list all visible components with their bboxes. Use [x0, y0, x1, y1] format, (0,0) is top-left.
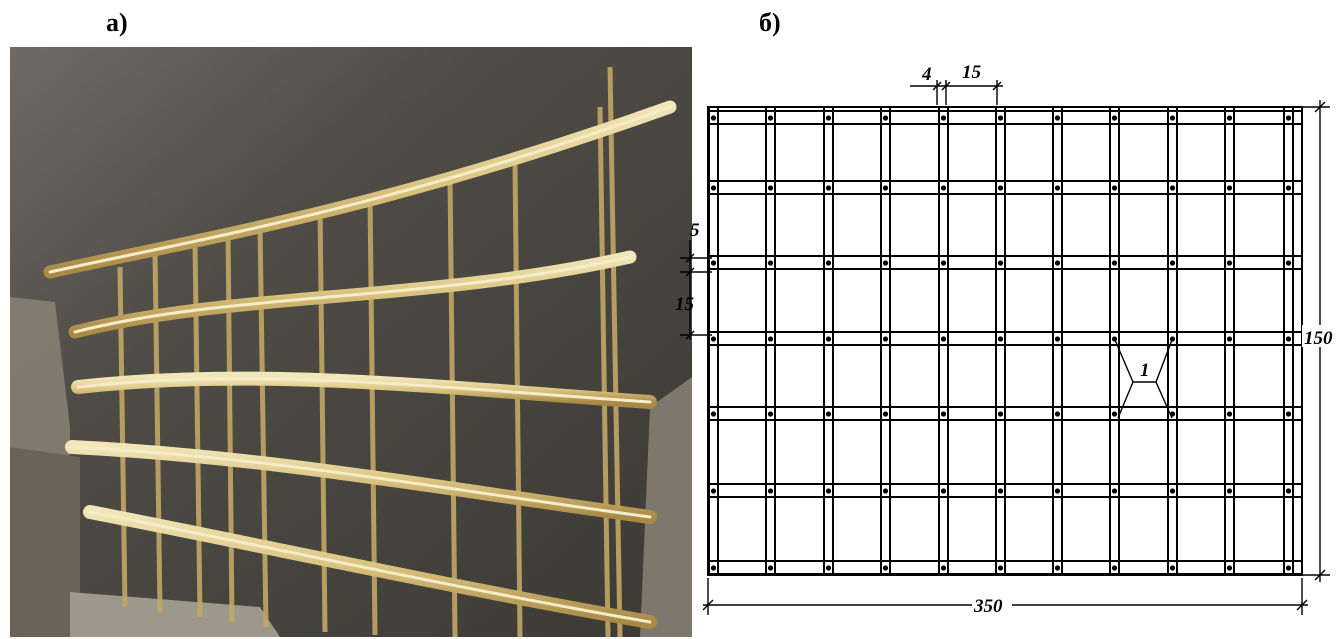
grid-dot-4-6	[1054, 411, 1061, 417]
grid-dot-0-8	[1169, 115, 1176, 121]
grid-dot-5-5	[997, 488, 1004, 494]
grid-dot-0-6	[1054, 115, 1061, 121]
dim-column-spacing: 15	[962, 62, 982, 83]
grid-dot-3-2	[825, 336, 832, 342]
callout-1: 1	[1140, 360, 1150, 381]
grid-dot-6-6	[1054, 565, 1061, 571]
grid-dot-6-10	[1285, 565, 1292, 571]
grid-dot-0-5	[997, 115, 1004, 121]
grid-dot-5-7	[1111, 488, 1118, 494]
grid-dot-0-4	[940, 115, 947, 121]
grid-dot-5-9	[1226, 488, 1233, 494]
grid-dot-6-3	[882, 565, 889, 571]
grid-dot-2-9	[1226, 260, 1233, 266]
grid-dot-3-9	[1226, 336, 1233, 342]
grid-dot-5-2	[825, 488, 832, 494]
grid-dot-1-6	[1054, 185, 1061, 191]
grid-dot-3-10	[1285, 336, 1292, 342]
grid-dot-6-5	[997, 565, 1004, 571]
grid-dot-5-3	[882, 488, 889, 494]
grid-dot-2-3	[882, 260, 889, 266]
grid-dot-3-4	[940, 336, 947, 342]
dim-rod-width: 4	[921, 64, 932, 85]
horizontal-bundles	[43, 100, 677, 629]
grid-dot-5-6	[1054, 488, 1061, 494]
grid-dot-6-4	[940, 565, 947, 571]
reinforcement-grid-drawing: 4 15 5 15 150 350 1	[675, 62, 1338, 617]
grid-dot-0-1	[767, 115, 774, 121]
grid-dot-0-2	[825, 115, 832, 121]
grid-dot-2-1	[767, 260, 774, 266]
grid-dot-3-6	[1054, 336, 1061, 342]
dim-width: 350	[973, 596, 1003, 617]
grid-dot-6-0	[710, 565, 717, 571]
grid-dot-1-1	[767, 185, 774, 191]
panel-label-b: б)	[759, 8, 781, 37]
grid-dot-1-3	[882, 185, 889, 191]
grid-dot-3-5	[997, 336, 1004, 342]
grid-dot-4-10	[1285, 411, 1292, 417]
grid-dot-6-7	[1111, 565, 1118, 571]
grid-dot-1-5	[997, 185, 1004, 191]
grid-dot-0-3	[882, 115, 889, 121]
grid-dot-5-4	[940, 488, 947, 494]
grid-dot-2-10	[1285, 260, 1292, 266]
grid-dot-1-0	[710, 185, 717, 191]
grid-dot-4-0	[710, 411, 717, 417]
bamboo-wall-photo	[10, 47, 692, 637]
grid-dot-0-9	[1226, 115, 1233, 121]
grid-lines	[707, 106, 1303, 576]
right-rubble	[640, 377, 692, 637]
grid-dot-1-7	[1111, 185, 1118, 191]
grid-dot-5-10	[1285, 488, 1292, 494]
grid-dot-2-4	[940, 260, 947, 266]
grid-dot-6-2	[825, 565, 832, 571]
grid-dot-0-7	[1111, 115, 1118, 121]
vertical-strips	[117, 66, 623, 637]
grid-dot-5-0	[710, 488, 717, 494]
left-block	[10, 447, 80, 637]
grid-dot-3-3	[882, 336, 889, 342]
grid-dot-0-10	[1285, 115, 1292, 121]
grid-dot-2-8	[1169, 260, 1176, 266]
grid-dots	[710, 115, 1292, 571]
grid-dot-4-7	[1111, 411, 1118, 417]
grid-dot-4-1	[767, 411, 774, 417]
grid-dot-2-2	[825, 260, 832, 266]
grid-dot-4-9	[1226, 411, 1233, 417]
grid-dot-5-8	[1169, 488, 1176, 494]
grid-dot-1-10	[1285, 185, 1292, 191]
dim-row-spacing: 15	[675, 294, 695, 315]
dim-height: 150	[1304, 328, 1333, 349]
grid-dot-5-1	[767, 488, 774, 494]
grid-dot-6-9	[1226, 565, 1233, 571]
dim-band-height: 5	[690, 220, 700, 241]
grid-dot-3-1	[767, 336, 774, 342]
grid-dot-2-0	[710, 260, 717, 266]
grid-dot-4-2	[825, 411, 832, 417]
grid-dot-1-2	[825, 185, 832, 191]
grid-dot-1-9	[1226, 185, 1233, 191]
grid-dot-4-4	[940, 411, 947, 417]
grid-dot-1-8	[1169, 185, 1176, 191]
grid-dot-6-8	[1169, 565, 1176, 571]
grid-dot-2-7	[1111, 260, 1118, 266]
grid-dot-6-1	[767, 565, 774, 571]
grid-dot-0-0	[710, 115, 717, 121]
grid-dot-3-0	[710, 336, 717, 342]
panel-label-a: а)	[106, 8, 128, 37]
grid-dot-4-5	[997, 411, 1004, 417]
grid-dot-3-7	[1111, 336, 1118, 342]
grid-dot-4-3	[882, 411, 889, 417]
grid-dot-2-6	[1054, 260, 1061, 266]
grid-dot-2-5	[997, 260, 1004, 266]
grid-dot-3-8	[1169, 336, 1176, 342]
grid-dot-1-4	[940, 185, 947, 191]
